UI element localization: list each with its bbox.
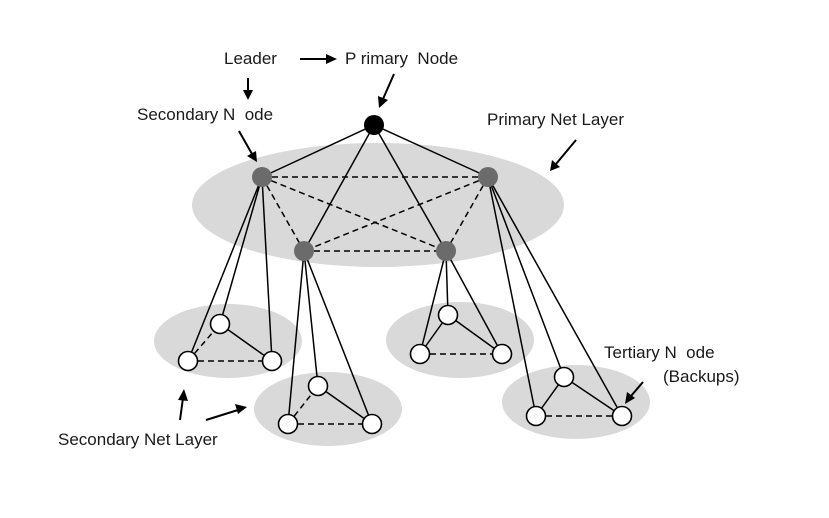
tertiary-node <box>491 343 513 365</box>
secondary-net-layer-arrow-right <box>205 409 239 421</box>
primary-net-layer-arrow <box>555 139 577 165</box>
secondary-node <box>478 167 498 187</box>
arrow-head <box>178 389 188 401</box>
leader-label: Leader <box>224 49 277 68</box>
secondary-net-layer-region-3 <box>386 302 534 378</box>
dashed-edges <box>187 176 622 425</box>
tertiary-node <box>525 405 547 427</box>
secondary-net-layer-region-2 <box>254 372 402 446</box>
arrow-head <box>235 404 247 414</box>
secondary-net-layer-label: Secondary Net Layer <box>58 430 218 449</box>
tertiary-node <box>277 413 299 435</box>
tertiary-node <box>209 313 231 335</box>
tertiary-node <box>553 366 575 388</box>
labels: Leader P rimary Node Secondary N ode Pri… <box>58 49 740 449</box>
annotation-arrows <box>178 54 644 421</box>
arrow-head <box>378 96 388 108</box>
secondary-node-label: Secondary N ode <box>137 105 273 124</box>
tertiary-node <box>307 375 329 397</box>
tertiary-node <box>261 350 283 372</box>
tertiary-node <box>409 343 431 365</box>
secondary-node <box>436 241 456 261</box>
primary-net-layer-label: Primary Net Layer <box>487 110 624 129</box>
tertiary-node-arrow <box>630 381 644 397</box>
arrow-head <box>326 54 337 64</box>
secondary-net-layer-arrow-up <box>179 397 184 421</box>
tertiary-node <box>177 350 199 372</box>
tertiary-node-label: Tertiary N ode <box>604 343 715 362</box>
primary-node-arrow <box>382 73 395 100</box>
primary-node-label: P rimary Node <box>345 49 458 68</box>
secondary-node <box>252 167 272 187</box>
tertiary-node <box>361 413 383 435</box>
tertiary-node <box>611 405 633 427</box>
tertiary-node <box>437 304 459 326</box>
arrow-head <box>243 90 253 100</box>
secondary-node-arrow <box>238 130 253 155</box>
primary-net-layer-region <box>192 143 564 267</box>
arrow-head <box>247 151 257 162</box>
solid-edges <box>187 124 623 425</box>
nodes <box>177 115 633 435</box>
secondary-node <box>294 241 314 261</box>
backups-label: (Backups) <box>663 367 740 386</box>
arrow-head <box>625 392 635 404</box>
arrow-head <box>550 160 560 171</box>
primary-node <box>364 115 384 135</box>
